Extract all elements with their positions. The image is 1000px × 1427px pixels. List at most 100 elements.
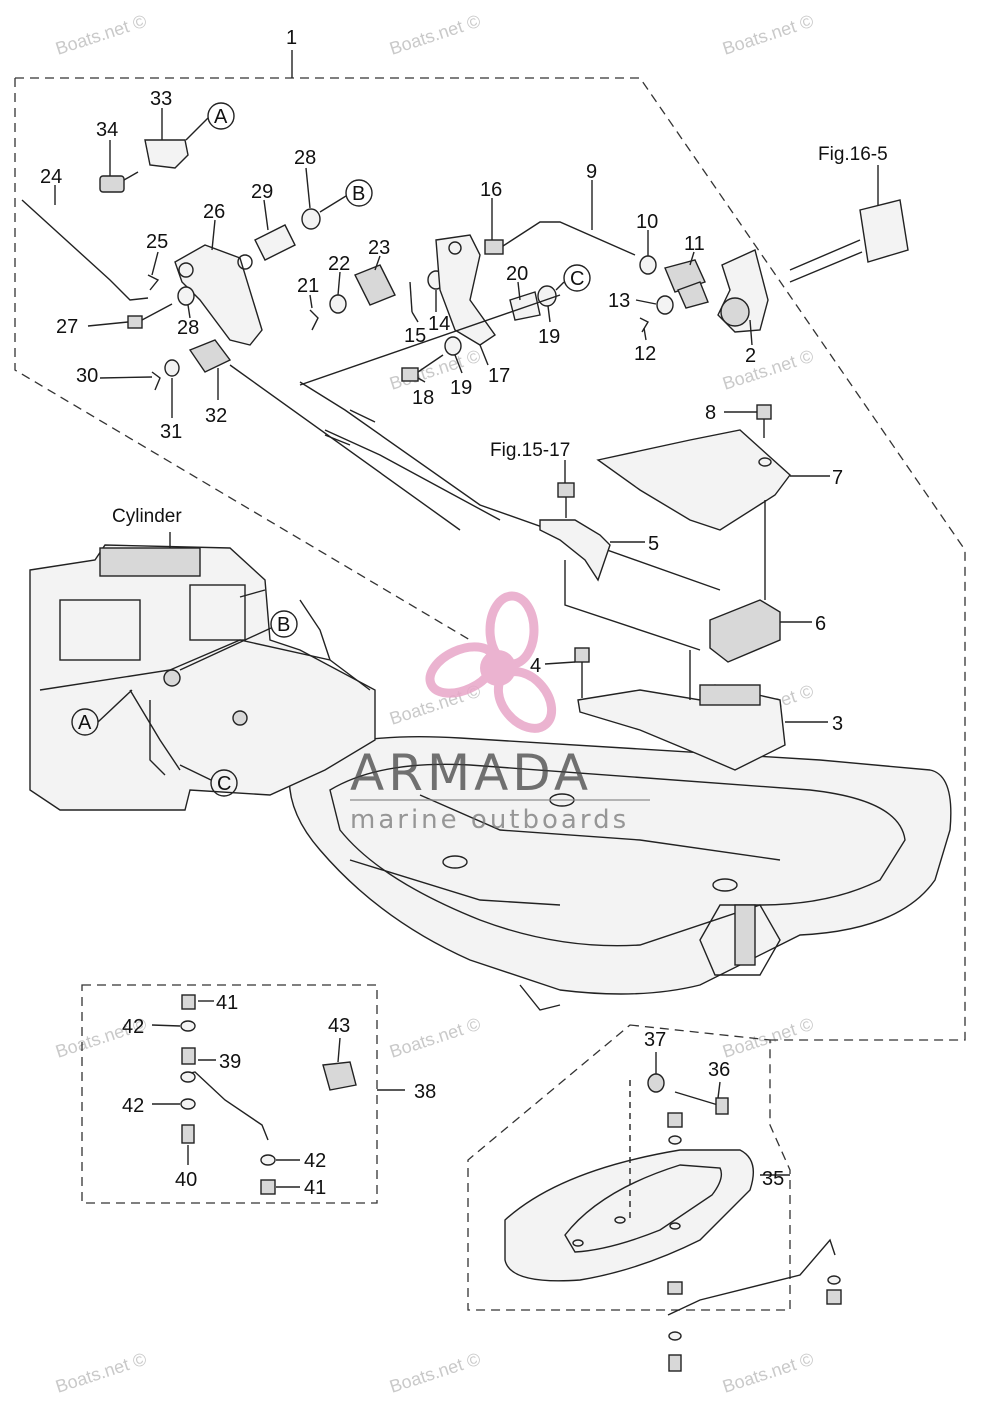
part-number-label: 8: [705, 402, 716, 424]
brand-tagline: marine outboards: [350, 805, 629, 835]
part-36-bolt: [674, 1091, 719, 1106]
part-9-rod: [502, 221, 636, 256]
callout-a: A: [78, 712, 92, 734]
part-number-label: 20: [506, 263, 528, 285]
callout-a: A: [214, 106, 228, 128]
bottom-cowling: [288, 735, 952, 1011]
part-number-label: 19: [538, 326, 560, 348]
part-number-label: 39: [219, 1051, 241, 1073]
watermark-text: Boats.net ©: [720, 11, 816, 59]
part-22-washer: [329, 294, 347, 314]
bolt: [557, 482, 575, 498]
part-number-label: 36: [708, 1059, 730, 1081]
fig-15-17-reference[interactable]: Fig.15-17: [490, 440, 570, 461]
part-28-washer: [301, 208, 321, 230]
part-labels: 1 2 3 4 5 6 7 8 9 10 11 12 13 14 15 16 1…: [40, 27, 843, 1199]
part-20-spacer: [509, 291, 541, 321]
watermark-text: Boats.net ©: [720, 1349, 816, 1397]
part-number-label: 18: [412, 387, 434, 409]
part-32-bushing: [188, 339, 232, 373]
part-number-label: 43: [328, 1015, 350, 1037]
part-number-label: 3: [832, 713, 843, 735]
part-43-grommet: [322, 1061, 357, 1091]
part-number-label: 4: [530, 655, 541, 677]
part-number-label: 15: [404, 325, 426, 347]
part-28-washer: [177, 286, 195, 306]
callouts: A B C B A C: [71, 102, 591, 797]
part-number-label: 40: [175, 1169, 197, 1191]
part-number-label: 16: [480, 179, 502, 201]
part-7-cover: [596, 429, 791, 531]
part-number-label: 13: [608, 290, 630, 312]
part-4-bolt: [574, 647, 590, 663]
part-number-label: 14: [428, 313, 450, 335]
watermark-text: Boats.net ©: [720, 346, 816, 394]
part-number-label: 33: [150, 88, 172, 110]
watermark-text: Boats.net ©: [53, 11, 149, 59]
part-number-label: 10: [636, 211, 658, 233]
part-number-label: 30: [76, 365, 98, 387]
cylinder-engine-inset: [29, 544, 376, 811]
part-number-label: 42: [122, 1016, 144, 1038]
part-number-label: 29: [251, 181, 273, 203]
part-number-label: 32: [205, 405, 227, 427]
part-number-label: 41: [304, 1177, 326, 1199]
part-number-label: 19: [450, 377, 472, 399]
part-number-label: 1: [286, 27, 297, 49]
part-number-label: 31: [160, 421, 182, 443]
watermark-text: Boats.net ©: [387, 1349, 483, 1397]
watermark-text: Boats.net ©: [387, 1014, 483, 1062]
part-number-label: 38: [414, 1081, 436, 1103]
logo-hub-icon: [480, 650, 516, 686]
part-19-washer: [444, 336, 462, 356]
assembly-35-boundary: [467, 1024, 791, 1311]
cable-end-fig16: [859, 199, 909, 263]
assembly-boundary-left: [14, 78, 471, 641]
part-6-pad: [709, 599, 781, 663]
part-31-washer: [164, 359, 180, 377]
part-number-label: 37: [644, 1029, 666, 1051]
leader-lines: [54, 108, 879, 1188]
part-number-label: 35: [762, 1168, 784, 1190]
watermark-text: Boats.net ©: [387, 11, 483, 59]
part-number-label: 5: [648, 533, 659, 555]
part-19-washer: [537, 285, 557, 307]
part-33-bracket: [144, 139, 189, 169]
part-number-label: 7: [832, 467, 843, 489]
part-number-label: 41: [216, 992, 238, 1014]
part-number-label: 34: [96, 119, 118, 141]
part-23-bushing: [354, 264, 396, 306]
part-number-label: 17: [488, 365, 510, 387]
part-24-rod: [21, 199, 149, 301]
part-number-label: 6: [815, 613, 826, 635]
part-number-label: 11: [684, 233, 705, 255]
fig-16-5-reference[interactable]: Fig.16-5: [818, 144, 888, 165]
callout-c: C: [217, 773, 231, 795]
kit-38-boundary: [81, 984, 378, 1204]
part-30-clip: [151, 371, 161, 391]
part-3-bracket: [577, 684, 786, 771]
part-37-washer: [647, 1073, 665, 1093]
part-29-spacer: [254, 224, 296, 261]
part-number-label: 28: [294, 147, 316, 169]
part-number-label: 42: [122, 1095, 144, 1117]
part-15-pin: [409, 281, 413, 313]
leader-line: [299, 294, 561, 386]
part-35-lower-cover: [504, 1149, 754, 1282]
callout-b: B: [277, 614, 290, 636]
part-number-label: 21: [297, 275, 319, 297]
part-21-clip: [309, 309, 319, 331]
part-number-label: 26: [203, 201, 225, 223]
part-27-bolt: [127, 315, 143, 329]
cylinder-caption: Cylinder: [112, 506, 182, 527]
watermark-text: Boats.net ©: [720, 1014, 816, 1062]
kit-38-parts: [180, 994, 357, 1195]
part-number-label: 22: [328, 253, 350, 275]
part-18-bolt: [401, 367, 419, 382]
callout-c: C: [570, 268, 584, 290]
part-5-bracket: [539, 519, 611, 582]
watermark-text: Boats.net ©: [53, 1349, 149, 1397]
part-number-label: 24: [40, 166, 62, 188]
part-number-label: 9: [586, 161, 597, 183]
